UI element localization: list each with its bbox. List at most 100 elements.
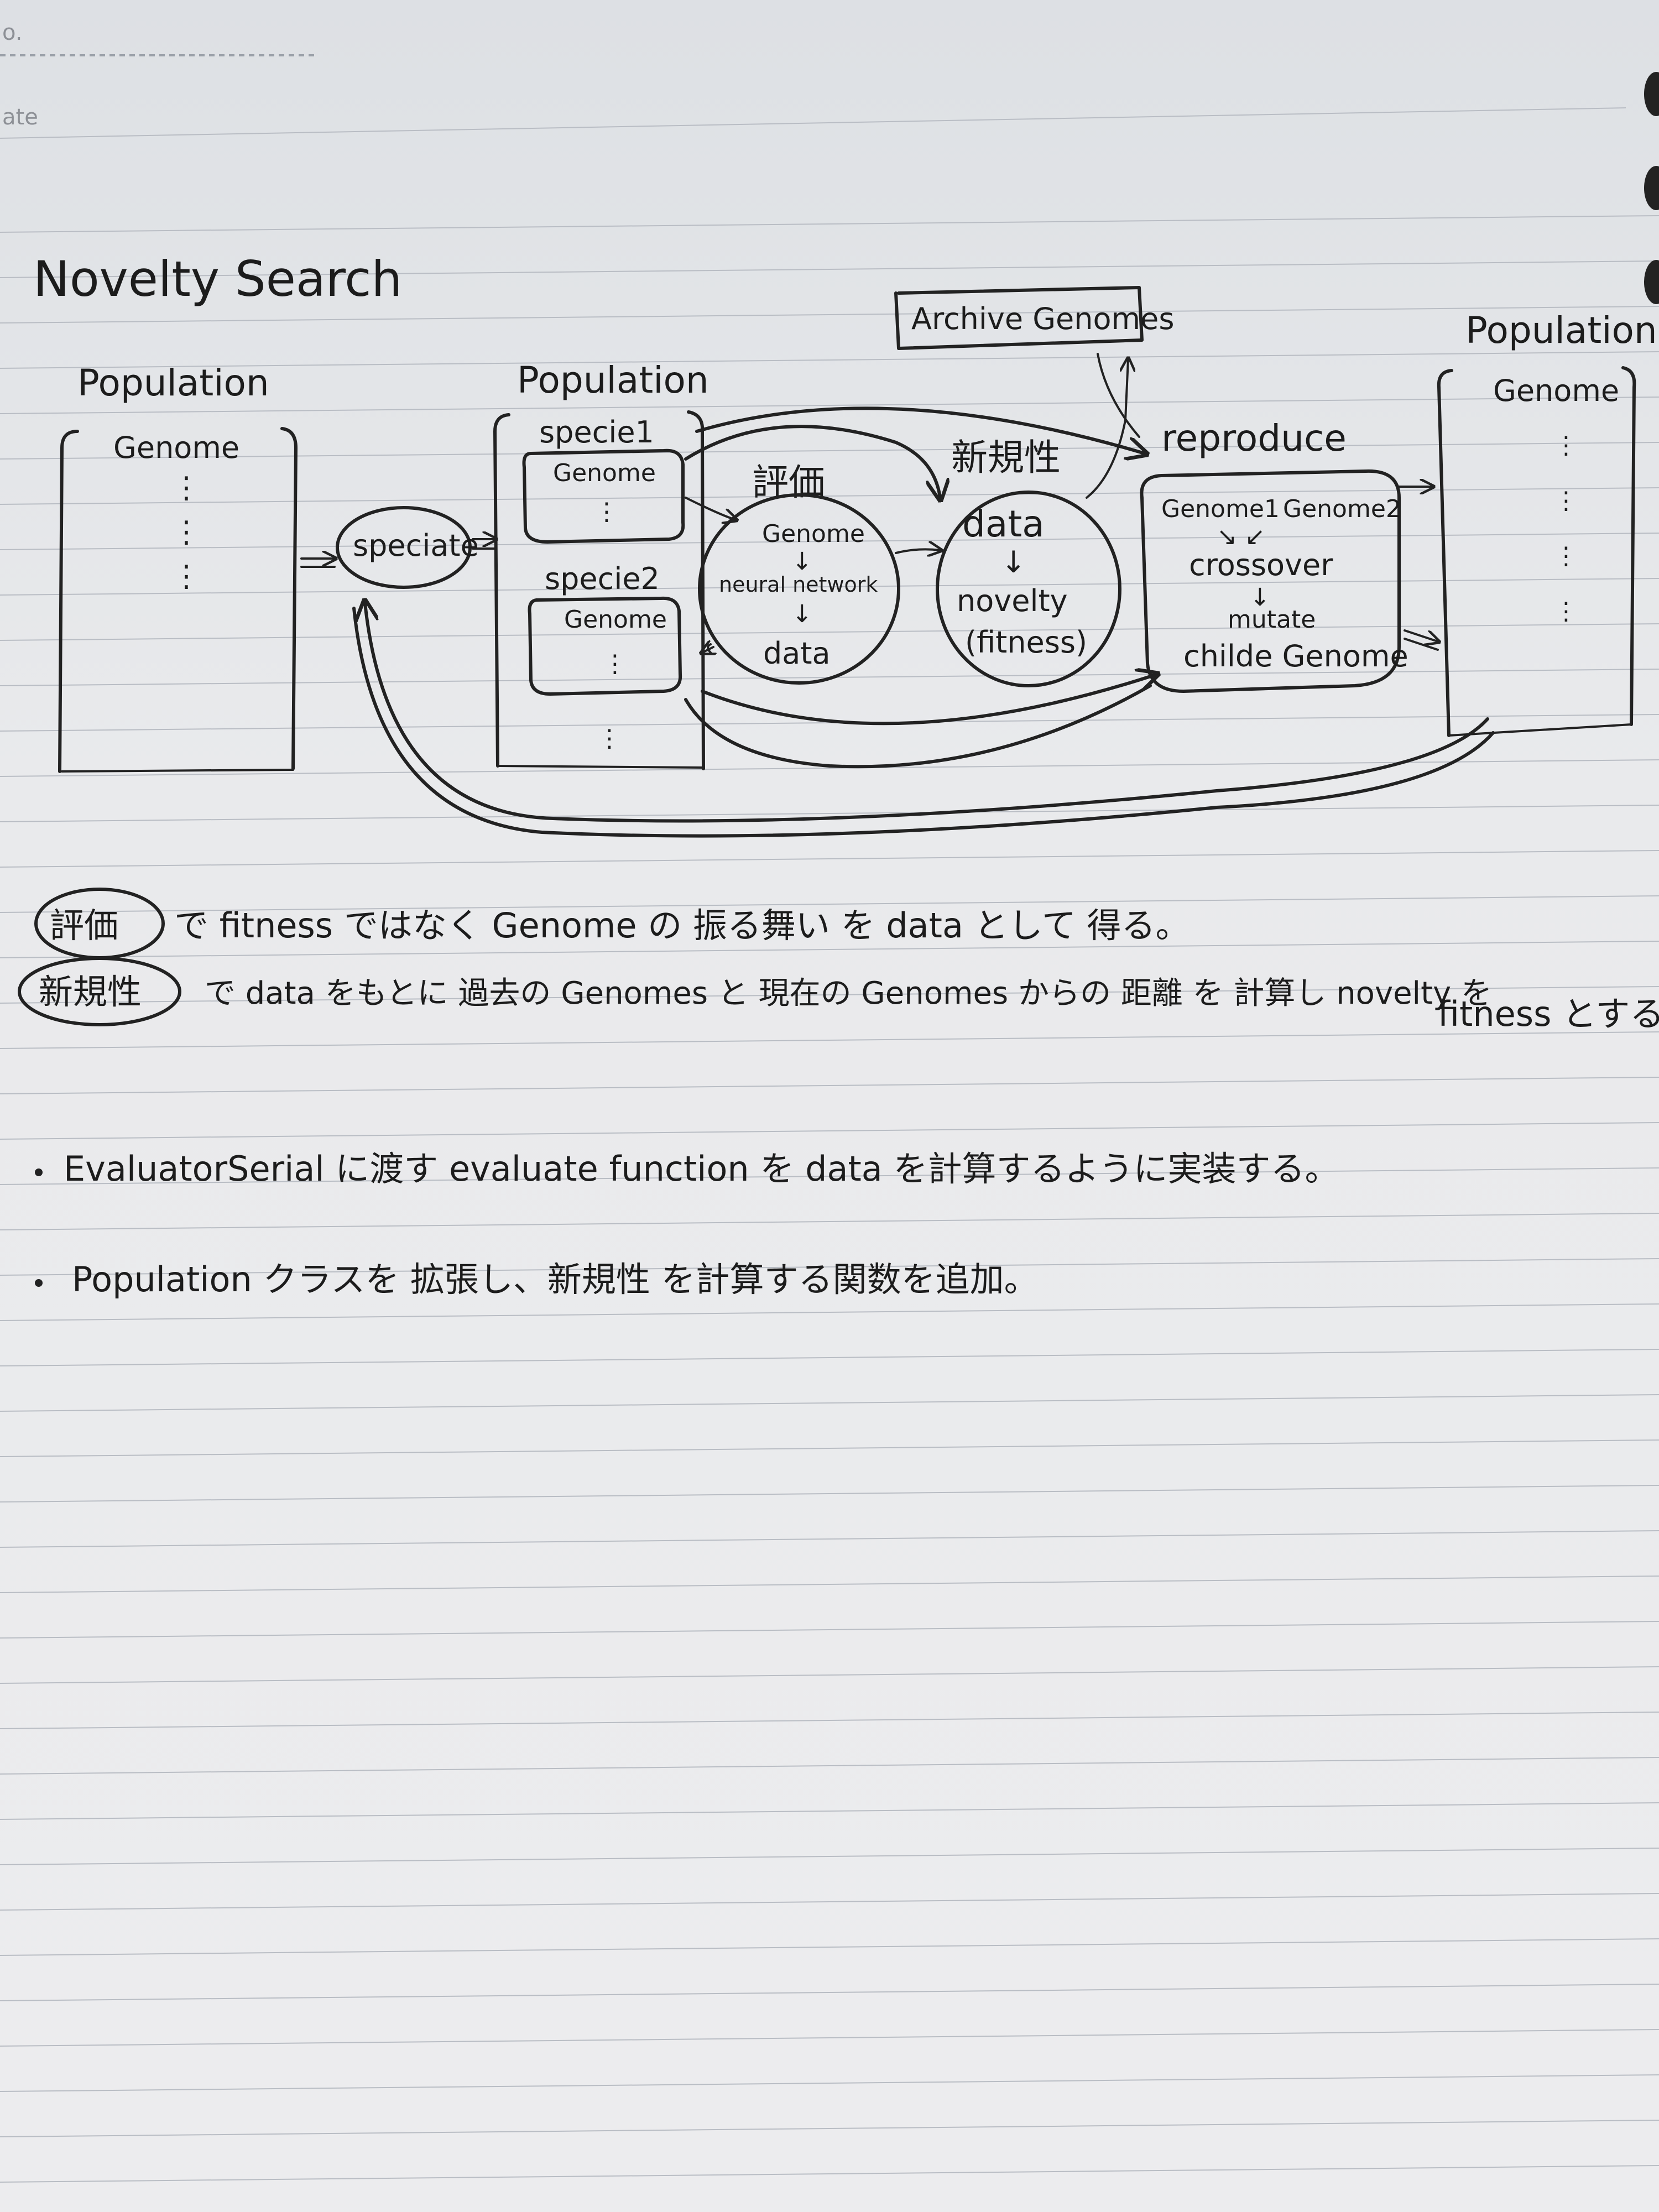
- archive-node: Archive Genomes: [894, 286, 1175, 350]
- ruled-line: [0, 215, 1659, 233]
- note1-text: で fitness ではなく Genome の 振る舞い を data として …: [174, 905, 1190, 946]
- reproduce-node: reproduce Genome1 Genome2 ↘ ↙ crossover …: [1140, 417, 1408, 693]
- ruled-line: [0, 759, 1659, 777]
- population-right: Population Genome ⋮ ⋮ ⋮ ⋮: [1437, 309, 1657, 737]
- ruled-line: [0, 1167, 1659, 1185]
- ruled-line: [0, 1757, 1659, 1775]
- ruled-line: [0, 2165, 1659, 2183]
- ruled-line: [0, 260, 1659, 278]
- evaluation-neural-network: neural network: [719, 572, 878, 597]
- ruled-line: [0, 941, 1659, 958]
- ruled-line: [0, 1349, 1659, 1366]
- ruled-line: [0, 1439, 1659, 1457]
- novelty-label: 新規性: [951, 436, 1061, 479]
- flow-arrows: [352, 353, 1495, 838]
- ruled-line: [0, 1485, 1659, 1503]
- ruled-line: [0, 578, 1659, 596]
- diagram-title: Novelty Search: [33, 251, 402, 307]
- population-mid-label: Population: [517, 359, 709, 401]
- binder-holes: [1644, 72, 1659, 304]
- ruled-line: [0, 1530, 1659, 1548]
- specie2-box: [528, 596, 682, 696]
- population-left-ellipsis-2: ⋮: [171, 514, 201, 549]
- bullet-item-2: Population クラスを 拡張し、新規性 を計算する関数を追加。: [72, 1259, 1039, 1300]
- ruled-line: [0, 1621, 1659, 1639]
- note2-circle: [18, 957, 181, 1026]
- ruled-line: [0, 623, 1659, 641]
- ruled-line: [0, 533, 1659, 550]
- evaluation-arrow-2: ↓: [792, 600, 812, 628]
- header-fragment-date: ate: [2, 105, 38, 130]
- ruled-line: [0, 1712, 1659, 1729]
- specie2-genome: Genome: [564, 606, 667, 634]
- ruled-line: [0, 1893, 1659, 1911]
- novelty-data: data: [962, 503, 1045, 545]
- population-left-ellipsis-3: ⋮: [171, 559, 201, 593]
- specie2-ellipsis: ⋮: [603, 650, 627, 678]
- ruled-line: [0, 1303, 1659, 1321]
- ruled-line: [0, 1575, 1659, 1593]
- reproduce-crossover: crossover: [1189, 547, 1333, 582]
- evaluation-genome: Genome: [762, 520, 865, 548]
- evaluation-data: data: [763, 636, 831, 671]
- ruled-line: [0, 1984, 1659, 2001]
- ruled-line: [0, 1848, 1659, 1865]
- ruled-line: [0, 351, 1659, 369]
- ruled-line: [0, 986, 1659, 1004]
- ruled-line: [0, 1213, 1659, 1230]
- bullet-item-1: EvaluatorSerial に渡す evaluate function を …: [64, 1149, 1339, 1189]
- population-right-label: Population: [1465, 309, 1657, 352]
- bullet-dot: [35, 1168, 43, 1176]
- population-mid: Population specie1 Genome ⋮ specie2 Geno…: [493, 359, 709, 770]
- reproduce-genome1: Genome1: [1161, 495, 1280, 523]
- bullet-dot: [35, 1279, 43, 1287]
- reproduce-genome2: Genome2: [1283, 495, 1401, 523]
- population-left: Population Genome ⋮ ⋮ ⋮: [58, 362, 298, 773]
- note2-text: で data をもとに 過去の Genomes と 現在の Genomes から…: [205, 975, 1492, 1011]
- ruled-line: [0, 895, 1659, 913]
- evaluation-node: 評価 Genome ↓ neural network ↓ data: [698, 461, 900, 685]
- note1-circled-term: 評価: [50, 905, 118, 946]
- novelty-node: 新規性 data ↓ novelty (fitness): [936, 436, 1121, 687]
- bullet-list: EvaluatorSerial に渡す evaluate function を …: [35, 1149, 1339, 1300]
- ruled-line: [0, 442, 1659, 460]
- reproduce-child: childe Genome: [1183, 639, 1408, 674]
- ruled-line: [0, 850, 1659, 868]
- ruled-line: [0, 487, 1659, 505]
- note2-continuation: fitness とする。: [1438, 994, 1659, 1034]
- ruled-line: [0, 1077, 1659, 1094]
- ruled-line: [0, 2120, 1659, 2137]
- ruled-line: [0, 714, 1659, 732]
- specie1-genome: Genome: [553, 459, 656, 487]
- reproduce-mutate: mutate: [1228, 606, 1316, 634]
- evaluation-arrow-1: ↓: [792, 547, 812, 576]
- ruled-lines: [0, 215, 1659, 2183]
- ruled-line: [0, 1802, 1659, 1820]
- header-fragment-top: o.: [2, 20, 22, 45]
- population-left-ellipsis: ⋮: [171, 470, 201, 505]
- population-mid-ellipsis: ⋮: [597, 724, 622, 753]
- population-right-ellipsis-1: ⋮: [1554, 431, 1578, 460]
- specie1-ellipsis: ⋮: [594, 498, 619, 526]
- novelty-search-diagram: Novelty Search Population Genome ⋮ ⋮ ⋮ s…: [33, 251, 1657, 838]
- ruled-line: [0, 1938, 1659, 1956]
- ruled-line: [0, 2029, 1659, 2047]
- ruled-line: [0, 1258, 1659, 1276]
- population-right-ellipsis-4: ⋮: [1554, 597, 1578, 625]
- population-right-ellipsis-2: ⋮: [1554, 487, 1578, 515]
- reproduce-label: reproduce: [1161, 417, 1347, 460]
- novelty-fitness: (fitness): [965, 625, 1087, 660]
- population-right-genome: Genome: [1493, 373, 1619, 408]
- ruled-line: [0, 805, 1659, 822]
- ruled-line: [0, 1666, 1659, 1684]
- population-left-genome: Genome: [113, 430, 239, 465]
- ruled-line: [0, 306, 1659, 324]
- reproduce-arrows: ↘ ↙: [1217, 523, 1265, 551]
- page-header: o. ate: [0, 20, 1626, 139]
- note2-circled-term: 新規性: [39, 972, 142, 1012]
- notes: 評価 で fitness ではなく Genome の 振る舞い を data と…: [18, 888, 1659, 1034]
- ruled-line: [0, 1031, 1659, 1049]
- speciate-label: speciate: [353, 528, 479, 563]
- population-left-label: Population: [77, 362, 269, 404]
